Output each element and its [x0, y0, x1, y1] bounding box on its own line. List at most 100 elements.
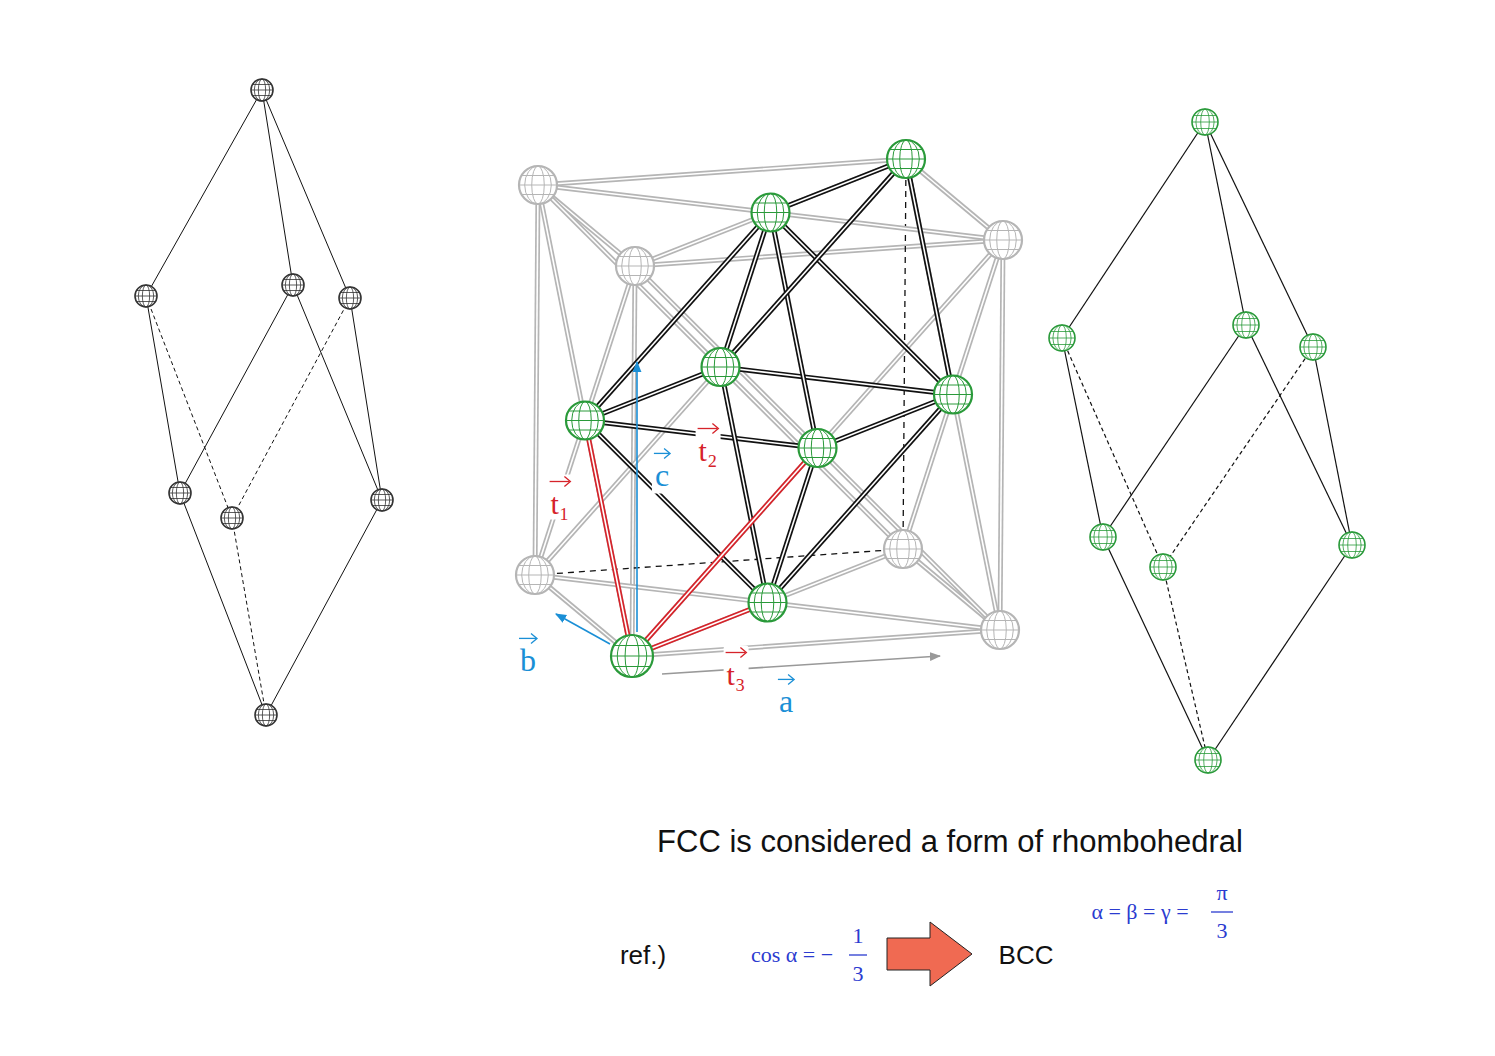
octahedron-edge: [721, 367, 954, 395]
corner-atom: [519, 166, 557, 204]
implies-arrow: [887, 922, 972, 986]
math-text: cos α = −: [751, 943, 833, 967]
octahedron-edge: [771, 213, 818, 449]
atom: [282, 274, 304, 296]
octahedron-edge: [771, 213, 818, 449]
lattice-atom: [566, 402, 604, 440]
atom: [1195, 747, 1221, 773]
hidden-edge: [1062, 338, 1163, 567]
note-text: BCC: [999, 941, 1054, 970]
cell-edge: [771, 159, 907, 213]
fcc-cube: [516, 140, 1022, 677]
cell-edge: [180, 493, 266, 715]
cell-edge: [1208, 545, 1352, 760]
face-diagonal: [635, 266, 1000, 630]
atom: [135, 285, 157, 307]
vector-label: t₁: [548, 475, 573, 520]
octahedron-edge: [818, 395, 954, 449]
face-diagonal: [538, 185, 1003, 240]
cell-edge: [906, 159, 953, 395]
octahedron-edge: [585, 421, 768, 603]
cell-edge: [1246, 325, 1352, 545]
hidden-edge: [232, 518, 266, 715]
vector-arrow: [549, 476, 572, 486]
octahedron-edge: [585, 367, 721, 421]
octahedron-edge: [721, 213, 771, 368]
vector-label: t₂: [696, 422, 721, 467]
cell-edge: [262, 90, 350, 298]
face-diagonal: [635, 159, 906, 266]
note-text: ref.): [620, 941, 666, 970]
atom: [255, 704, 277, 726]
octahedron-edge: [768, 448, 818, 603]
octahedron-edge: [585, 213, 771, 421]
face-diagonal: [535, 266, 635, 575]
math-text: α = β = γ =: [1091, 900, 1188, 924]
c-axis-arrow: [636, 362, 638, 632]
cell-edge: [1103, 325, 1246, 537]
primitive-vector: [585, 421, 632, 657]
rhombohedral-cell: [135, 79, 393, 726]
math-text: 3: [853, 962, 864, 986]
corner-atom: [616, 247, 654, 285]
octahedron-edge: [768, 395, 954, 603]
primitive-vector: [585, 421, 632, 657]
octahedron-edge: [721, 367, 954, 395]
face-diagonal: [632, 549, 903, 656]
cell-edge: [266, 500, 382, 715]
hidden-edge: [1163, 347, 1313, 567]
vector-arrow: [653, 447, 671, 457]
lattice-atom: [934, 376, 972, 414]
lattice-atom: [887, 140, 925, 178]
cell-edge: [180, 285, 293, 493]
cell-edge: [771, 159, 907, 213]
atom: [1150, 554, 1176, 580]
atom: [1192, 109, 1218, 135]
face-diagonal: [635, 159, 906, 266]
octahedron-edge: [771, 213, 954, 395]
face-diagonal: [538, 185, 903, 549]
face-diagonal: [535, 575, 1000, 630]
cell-edge: [262, 90, 293, 285]
corner-atom: [884, 530, 922, 568]
atom: [1049, 325, 1075, 351]
cube-edge: [535, 185, 538, 575]
math-text: 1: [853, 924, 864, 948]
cell-edge: [721, 159, 907, 367]
cell-edge: [146, 90, 262, 296]
octahedron-edge: [585, 213, 771, 421]
vector-arrow: [697, 423, 720, 433]
cell-edge: [293, 285, 382, 500]
face-diagonal: [538, 185, 903, 549]
octahedron-edge: [818, 395, 954, 449]
corner-atom: [516, 556, 554, 594]
octahedron-edge: [721, 213, 771, 368]
octahedron-edge: [721, 367, 768, 603]
lattice-atom: [749, 584, 787, 622]
math-text: 3: [1217, 919, 1228, 943]
cube-edge: [535, 185, 538, 575]
lattice-atom: [702, 348, 740, 386]
cell-edge: [1205, 122, 1313, 347]
caption-text: FCC is considered a form of rhombohedral: [657, 825, 1243, 859]
atom: [1090, 524, 1116, 550]
lattice-atom: [752, 194, 790, 232]
vector-arrow: [777, 673, 795, 683]
cell-edge: [1205, 122, 1246, 325]
atom: [339, 287, 361, 309]
atom: [1300, 334, 1326, 360]
atom: [221, 507, 243, 529]
hidden-edge: [1163, 567, 1208, 760]
b-axis-arrow: [556, 614, 610, 644]
cell-edge: [146, 296, 180, 493]
cube-edge: [1000, 240, 1003, 630]
face-diagonal: [535, 575, 1000, 630]
octahedron-edge: [771, 213, 954, 395]
atom: [1233, 312, 1259, 338]
atom: [371, 489, 393, 511]
vector-label: t₃: [724, 646, 749, 691]
vector-label: b: [517, 631, 539, 678]
cell-edge: [1062, 122, 1205, 338]
